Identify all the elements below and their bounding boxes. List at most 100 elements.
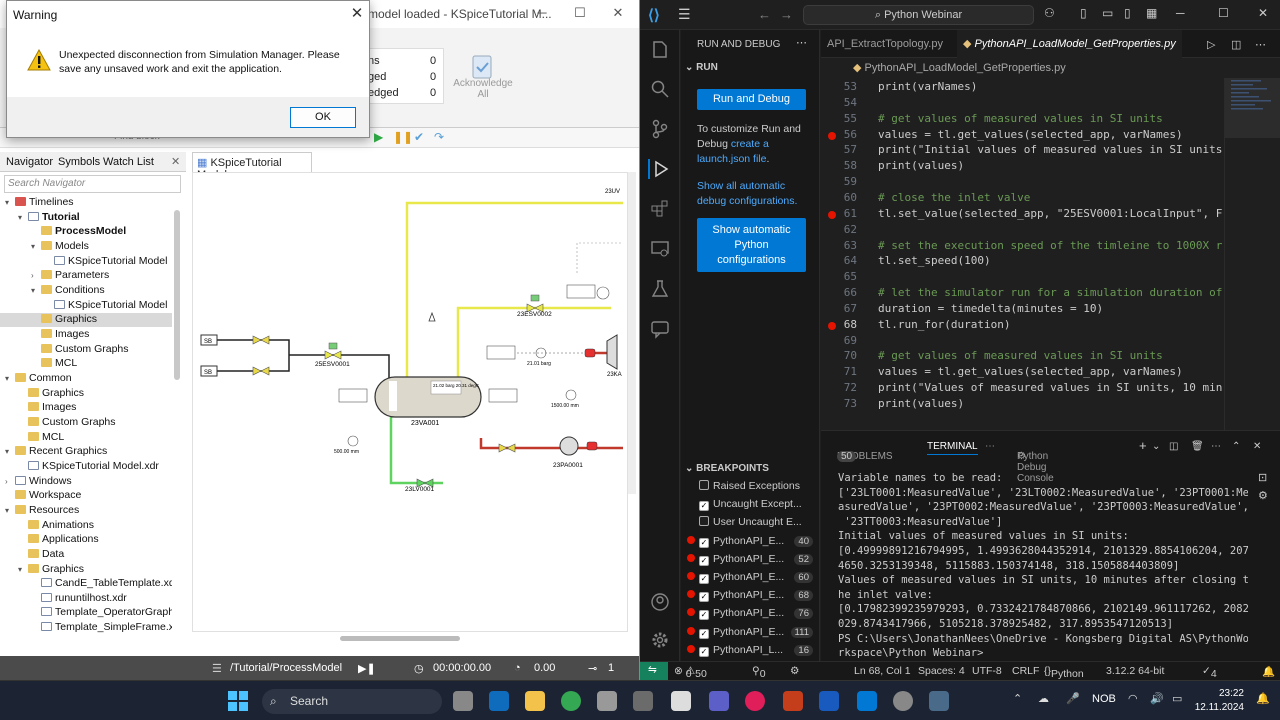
slack-icon[interactable]: [745, 691, 765, 711]
navigator-search-input[interactable]: Search Navigator: [4, 175, 181, 193]
breakpoint-item[interactable]: ✓PythonAPI_E...60: [687, 571, 817, 587]
taskbar-search[interactable]: ⌕Search: [262, 689, 442, 714]
close-icon[interactable]: ✕: [350, 5, 364, 22]
notifications-icon[interactable]: 🔔: [1262, 666, 1276, 678]
close-icon[interactable]: ✕: [1258, 6, 1269, 20]
terminal-app-icon[interactable]: [671, 691, 691, 711]
microphone-icon[interactable]: 🎤: [1066, 693, 1080, 705]
app-icon[interactable]: [633, 691, 653, 711]
minimize-icon[interactable]: ─: [1176, 6, 1185, 20]
word-icon[interactable]: [819, 691, 839, 711]
run-and-debug-button[interactable]: Run and Debug: [697, 89, 806, 110]
tree-item[interactable]: Template_OperatorGraphi: [0, 606, 172, 620]
chevron-down-icon[interactable]: ▾: [31, 241, 36, 251]
start-icon[interactable]: [228, 691, 248, 711]
tree-item[interactable]: ▾Tutorial: [0, 211, 172, 225]
new-terminal-icon[interactable]: +: [1139, 438, 1147, 453]
more-actions-icon[interactable]: ⋯: [1255, 39, 1266, 51]
line-endings[interactable]: CRLF: [1012, 665, 1040, 677]
onedrive-icon[interactable]: ☁: [1038, 693, 1049, 705]
terminal-output[interactable]: Variable names to be read:['23LT0001:Mea…: [838, 471, 1248, 659]
breakpoint-checkbox[interactable]: ✓: [699, 555, 709, 566]
chevron-down-icon[interactable]: ▾: [5, 373, 10, 383]
breakpoint-dot-icon[interactable]: [828, 210, 836, 219]
source-control-icon[interactable]: [650, 119, 670, 139]
breakpoint-item[interactable]: ✓PythonAPI_E...52: [687, 553, 817, 569]
tab-model[interactable]: ▦ KSpiceTutorial Model: [192, 152, 312, 181]
tree-item[interactable]: ▾Common: [0, 372, 172, 386]
tree-item[interactable]: ▾Models: [0, 240, 172, 254]
tab-terminal[interactable]: TERMINAL: [927, 441, 978, 455]
show-python-configurations-button[interactable]: Show automatic Python configurations: [697, 218, 806, 272]
chevron-right-icon[interactable]: ›: [5, 476, 8, 486]
debug-status-icon[interactable]: ⚙: [790, 665, 800, 677]
show-all-configurations-link[interactable]: Show all automatic debug configurations.: [697, 180, 798, 207]
chevron-up-icon[interactable]: ⌃: [1013, 693, 1023, 705]
tree-item[interactable]: Images: [0, 328, 172, 342]
menu-icon[interactable]: ☰: [678, 6, 691, 22]
breakpoint-checkbox[interactable]: ✓: [699, 592, 709, 603]
encoding[interactable]: UTF-8: [972, 665, 1002, 677]
back-icon[interactable]: ←: [758, 7, 771, 22]
file-explorer-icon[interactable]: [525, 691, 545, 711]
step-icon[interactable]: ↷: [434, 130, 445, 144]
extensions-icon[interactable]: [650, 199, 670, 219]
run-pause-icon[interactable]: ▶❚: [358, 663, 376, 675]
chevron-up-icon[interactable]: ⌃: [1232, 441, 1241, 452]
close-icon[interactable]: ✕: [171, 156, 181, 168]
cursor-position[interactable]: Ln 68, Col 1: [854, 665, 911, 677]
breakpoint-checkbox[interactable]: ✓: [699, 501, 709, 512]
breakpoint-checkbox[interactable]: ✓: [699, 646, 709, 657]
breakpoint-checkbox[interactable]: [699, 516, 709, 527]
breakpoint-checkbox[interactable]: [699, 480, 709, 490]
toggle-panel-icon[interactable]: ▭: [1102, 6, 1114, 20]
more-icon[interactable]: ⋯: [985, 441, 995, 452]
chrome-icon[interactable]: [561, 691, 581, 711]
canvas-hscrollbar[interactable]: [340, 636, 460, 641]
close-panel-icon[interactable]: ✕: [1253, 441, 1262, 452]
tree-item[interactable]: Template_SimpleFrame.xc: [0, 621, 172, 635]
create-launch-json-link[interactable]: create a launch.json file: [697, 138, 769, 165]
remote-indicator[interactable]: ⇋: [640, 662, 668, 680]
testing-icon[interactable]: [650, 279, 670, 299]
split-editor-icon[interactable]: ◫: [1231, 39, 1242, 51]
toggle-sidebar-icon[interactable]: ▯: [1080, 6, 1087, 20]
tree-scrollbar[interactable]: [174, 210, 180, 380]
breakpoint-item[interactable]: ✓PythonAPI_L...16: [687, 644, 817, 660]
battery-icon[interactable]: ▭: [1172, 693, 1183, 705]
tree-item[interactable]: ▾Conditions: [0, 284, 172, 298]
wifi-icon[interactable]: ◠: [1128, 693, 1138, 705]
chevron-down-icon[interactable]: ▾: [18, 212, 23, 222]
maximize-icon[interactable]: ☐: [574, 5, 586, 20]
terminal-instance-icon[interactable]: ⊡: [1258, 472, 1268, 484]
tab-navigator[interactable]: Navigator: [6, 156, 54, 168]
notifications-icon[interactable]: 🔔: [1256, 693, 1270, 705]
debug-terminal-icon[interactable]: ⚙: [1258, 490, 1268, 502]
play-icon[interactable]: ▶: [374, 130, 384, 144]
ok-button[interactable]: OK: [290, 107, 356, 128]
chevron-down-icon[interactable]: ⌄: [1152, 441, 1161, 452]
tree-item[interactable]: Custom Graphs: [0, 343, 172, 357]
tab-symbols[interactable]: Symbols: [58, 156, 101, 168]
kspice-taskbar-icon[interactable]: [929, 691, 949, 711]
forward-icon[interactable]: →: [780, 7, 793, 22]
breakpoint-checkbox[interactable]: ✓: [699, 610, 709, 621]
run-file-icon[interactable]: ▷: [1207, 39, 1216, 51]
tree-item[interactable]: ›Parameters: [0, 269, 172, 283]
breakpoint-dot-icon[interactable]: [828, 131, 836, 140]
ports-status[interactable]: ⚲ 0: [752, 665, 766, 680]
account-icon[interactable]: [650, 592, 670, 612]
minimap[interactable]: [1224, 78, 1280, 430]
chevron-down-icon[interactable]: ▾: [5, 198, 10, 207]
breakpoint-item[interactable]: User Uncaught E...: [687, 516, 817, 532]
tree-item[interactable]: ▾Graphics: [0, 563, 172, 577]
chevron-down-icon[interactable]: ▾: [5, 447, 10, 457]
breakpoint-dot-icon[interactable]: [828, 321, 836, 330]
copilot-icon[interactable]: ⚇: [1044, 6, 1055, 20]
settings-gear-icon[interactable]: [650, 630, 670, 650]
language-mode[interactable]: {} Python: [1044, 665, 1084, 680]
close-icon[interactable]: ✕: [612, 5, 624, 20]
trash-icon[interactable]: 🗑: [1191, 441, 1204, 452]
tree-item[interactable]: Images: [0, 401, 172, 415]
tree-item[interactable]: Animations: [0, 519, 172, 533]
